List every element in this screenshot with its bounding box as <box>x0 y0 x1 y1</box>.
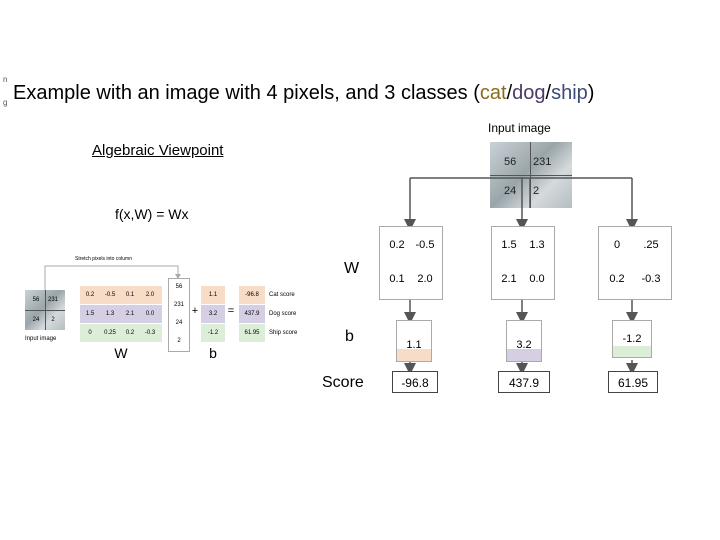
mini-pixel: 2 <box>51 317 55 323</box>
mini-score-column: -96.8 437.9 61.95 <box>239 286 265 342</box>
mini-pixel: 24 <box>32 317 40 323</box>
mini-b-cell: 3.2 <box>208 311 218 317</box>
mini-w-label: W <box>114 345 128 361</box>
input-pixel: 2 <box>533 185 540 197</box>
score-value: 437.9 <box>509 376 540 390</box>
mini-w-cell: 2.1 <box>125 311 135 317</box>
w-cell: 0.0 <box>529 273 545 285</box>
row-label-w: W <box>344 260 360 277</box>
input-pixel: 231 <box>533 156 552 168</box>
mini-b-label: b <box>209 345 217 361</box>
input-image-label: Input image <box>488 121 551 135</box>
mini-input-label: Input image <box>25 336 57 342</box>
mini-score-cell: -96.8 <box>245 292 259 298</box>
mini-x-cell: 2 <box>177 338 181 344</box>
mini-diagram: Stretch pixels into column 56 231 24 2 I… <box>25 250 315 365</box>
mini-pixel: 56 <box>32 297 40 303</box>
w-cell: 0.2 <box>609 273 625 285</box>
b-value: 3.2 <box>516 339 532 351</box>
b-block-dog: 3.2 <box>506 320 542 362</box>
mini-w-matrix: 0.2 -0.5 0.1 2.0 1.5 1.3 2.1 0.0 0 0.25 … <box>80 286 162 342</box>
mini-w-cell: 2.0 <box>145 292 155 298</box>
stretch-label: Stretch pixels into column <box>75 256 132 262</box>
w-cell: 0 <box>613 239 621 251</box>
title-dog: dog <box>512 82 546 104</box>
w-cell: .25 <box>643 239 659 251</box>
mini-b-cell: 1.1 <box>208 292 218 298</box>
mini-x-column: 56 231 24 2 <box>168 278 190 352</box>
mini-score-cell: 61.95 <box>244 330 260 336</box>
title-cat: cat <box>479 82 507 104</box>
plus-sign: + <box>191 305 199 317</box>
w-cell: -0.3 <box>641 273 661 285</box>
mini-x-cell: 24 <box>175 320 183 326</box>
input-pixel: 56 <box>504 156 517 168</box>
w-cell: 1.5 <box>501 239 517 251</box>
mini-w-cell: 1.3 <box>105 311 115 317</box>
mini-w-cell: 0 <box>88 330 92 336</box>
slide-title: Example with an image with 4 pixels, and… <box>13 82 595 104</box>
w-block-ship: 0 .25 0.2 -0.3 <box>598 226 672 300</box>
mini-w-cell: 0.1 <box>125 292 135 298</box>
b-block-cat: 1.1 <box>396 320 432 362</box>
mini-score-label: Ship score <box>269 330 298 336</box>
formula: f(x,W) = Wx <box>115 206 189 222</box>
mini-score-label: Cat score <box>269 292 295 298</box>
corner-text-bottom: g <box>3 98 8 107</box>
b-value: -1.2 <box>622 333 642 345</box>
mini-score-cell: 437.9 <box>244 311 260 317</box>
mini-w-cell: 0.2 <box>125 330 135 336</box>
b-block-ship: -1.2 <box>612 320 652 358</box>
subtitle: Algebraic Viewpoint <box>92 142 224 159</box>
w-cell: 2.1 <box>501 273 517 285</box>
score-ship: 61.95 <box>608 371 658 393</box>
mini-w-cell: -0.5 <box>104 292 116 298</box>
row-label-b: b <box>345 328 354 345</box>
mini-input-image: 56 231 24 2 <box>25 290 65 330</box>
input-image: 56 231 24 2 <box>490 142 572 208</box>
mini-w-cell: 1.5 <box>85 311 95 317</box>
input-pixel: 24 <box>504 185 517 197</box>
score-cat: -96.8 <box>392 371 438 393</box>
mini-b-cell: -1.2 <box>207 330 219 336</box>
w-block-cat: 0.2 -0.5 0.1 2.0 <box>379 226 443 300</box>
w-cell: 0.2 <box>389 239 405 251</box>
w-cell: 2.0 <box>417 273 433 285</box>
w-cell: 1.3 <box>529 239 545 251</box>
mini-w-cell: 0.25 <box>104 330 116 336</box>
score-value: 61.95 <box>618 376 649 390</box>
mini-w-cell: -0.3 <box>144 330 156 336</box>
row-label-score: Score <box>322 374 364 391</box>
corner-text-top: n <box>3 75 8 84</box>
w-cell: -0.5 <box>415 239 435 251</box>
mini-pixel: 231 <box>47 297 58 303</box>
mini-w-cell: 0.0 <box>145 311 155 317</box>
mini-b-column: 1.1 3.2 -1.2 <box>201 286 225 342</box>
equals-sign: = <box>227 305 235 317</box>
mini-score-label: Dog score <box>269 311 297 317</box>
b-value: 1.1 <box>406 339 422 351</box>
title-ship: ship <box>551 82 588 104</box>
mini-w-cell: 0.2 <box>85 292 95 298</box>
w-cell: 0.1 <box>389 273 405 285</box>
score-dog: 437.9 <box>498 371 550 393</box>
mini-x-cell: 231 <box>173 302 184 308</box>
score-value: -96.8 <box>401 376 429 390</box>
w-block-dog: 1.5 1.3 2.1 0.0 <box>491 226 555 300</box>
mini-x-cell: 56 <box>175 284 183 290</box>
